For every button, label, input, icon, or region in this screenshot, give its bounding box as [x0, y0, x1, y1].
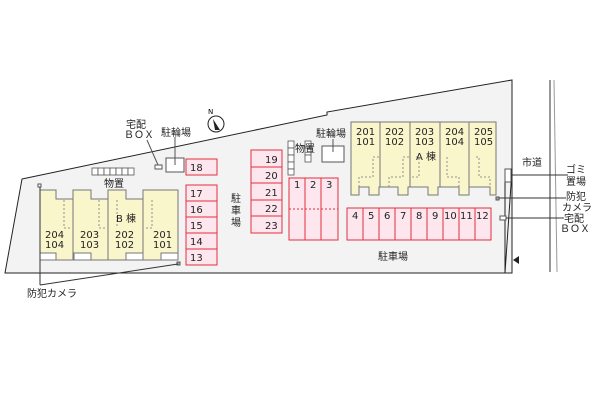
- parking-space-number: 11: [460, 211, 473, 222]
- parking-space-number: 13: [190, 253, 203, 264]
- delivery-box-label: 宅配: [564, 212, 584, 225]
- delivery-box-label: 宅配: [126, 118, 146, 131]
- svg-text:N: N: [208, 108, 213, 116]
- parking-bottom-row: 4 5 6 7 8 9 10 11 12: [346, 207, 492, 241]
- unit-number: 104: [45, 240, 64, 251]
- parking-space-number: 22: [265, 204, 278, 215]
- bike-parking-label: 駐輪場: [161, 126, 191, 139]
- storage-column: [287, 140, 312, 176]
- parking-space-number: 5: [368, 211, 374, 222]
- city-road-label: 市道: [522, 156, 542, 169]
- delivery-box-label: ＢＯＸ: [124, 130, 154, 141]
- parking-space-number: 19: [265, 155, 278, 166]
- unit-number: 103: [80, 240, 99, 251]
- storage-label-2: 物置: [295, 142, 315, 155]
- unit-number: 102: [115, 240, 134, 251]
- garbage-label: 置場: [566, 175, 586, 188]
- unit-number: 202: [385, 127, 404, 138]
- delivery-box-label: ＢＯＸ: [560, 224, 590, 235]
- parking-space-number: 10: [444, 211, 457, 222]
- delivery-box: [499, 215, 507, 221]
- parking-space-number: 6: [384, 211, 390, 222]
- building-a-label: A 棟: [416, 150, 436, 163]
- parking-middle: 19 20 21 22 23: [250, 149, 283, 234]
- unit-number: 102: [385, 137, 404, 148]
- compass-north-icon: N: [207, 108, 225, 133]
- parking-space-number: 15: [190, 221, 203, 232]
- unit-number: 105: [474, 137, 493, 148]
- unit-number: 203: [415, 127, 434, 138]
- entrance-arrow-icon: [513, 256, 519, 264]
- parking-space-number: 16: [190, 205, 203, 216]
- unit-number: 104: [445, 137, 464, 148]
- unit-number: 205: [474, 127, 493, 138]
- parking-left: 18 17 16 15 14 13: [185, 158, 218, 266]
- building-b-label: B 棟: [116, 212, 136, 225]
- security-camera-icon: [37, 183, 42, 188]
- unit-number: 103: [415, 137, 434, 148]
- parking-space-number: 23: [265, 221, 278, 232]
- garbage-label: ゴミ: [566, 163, 586, 176]
- road-line: [553, 79, 558, 273]
- parking-space-number: 21: [265, 188, 278, 199]
- security-camera-icon: [495, 196, 500, 201]
- camera-label: 防犯: [566, 190, 586, 203]
- parking-space-number: 17: [190, 189, 203, 200]
- unit-number: 101: [153, 240, 172, 251]
- delivery-box: [154, 164, 163, 170]
- camera-label: 防犯カメラ: [27, 287, 77, 300]
- storage-row: [91, 167, 135, 176]
- unit-number: 204: [45, 230, 64, 241]
- unit-number: 201: [153, 230, 172, 241]
- unit-number: 202: [115, 230, 134, 241]
- parking-space-number: 12: [476, 211, 489, 222]
- parking-space-number: 8: [416, 211, 422, 222]
- parking-space-number: 18: [190, 163, 203, 174]
- garbage-station: [504, 168, 512, 183]
- unit-number: 204: [445, 127, 464, 138]
- bike-parking-label-2: 駐輪場: [316, 127, 346, 140]
- parking-space-number: 1: [294, 180, 300, 191]
- unit-number: 203: [80, 230, 99, 241]
- parking-space-number: 4: [352, 211, 358, 222]
- parking-space-number: 9: [432, 211, 438, 222]
- parking-label: 駐: [231, 192, 241, 205]
- parking-space-number: 7: [400, 211, 406, 222]
- parking-space-number: 3: [326, 180, 332, 191]
- parking-space-number: 2: [310, 180, 316, 191]
- security-camera-icon: [176, 261, 181, 266]
- unit-number: 101: [356, 137, 375, 148]
- parking-top-row: 1 2 3: [288, 177, 339, 241]
- parking-space-number: 20: [265, 171, 278, 182]
- parking-label: 車: [231, 204, 241, 217]
- storage-label: 物置: [104, 177, 124, 190]
- parking-label: 場: [231, 216, 241, 229]
- parking-space-number: 14: [190, 237, 203, 248]
- parking-label-bottom: 駐車場: [378, 250, 408, 263]
- camera-label: カメラ: [562, 202, 592, 214]
- unit-number: 201: [356, 127, 375, 138]
